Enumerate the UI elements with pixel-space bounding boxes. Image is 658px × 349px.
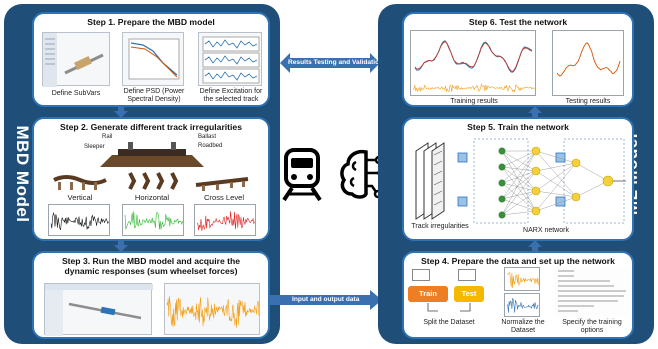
mbd-model-title: MBD Model [13,125,32,223]
training-dataset-doc [412,269,430,281]
step1-box: Step 1. Prepare the MBD model [32,12,270,107]
track-irregularities-caption: Track irregularities [411,223,469,230]
rail-label: Rail [102,134,113,140]
up-arrow-1 [528,240,542,252]
wheelset-force-trace [166,296,260,328]
normalize-trace-2 [506,297,539,313]
horizontal-signal-trace [124,211,183,230]
results-arrow-label: Results Testing and Validation [288,59,384,66]
vertical-signal-trace [50,211,109,231]
vertical-signal-plot [48,204,110,236]
narx-network-graphic [457,138,626,224]
ballast-label: Ballast [198,134,217,140]
split-dataset-caption: Split the Dataset [423,319,475,326]
cross-level-signal-graphic [196,211,255,231]
training-options-code-graphic [554,267,630,317]
horizontal-label: Horizontal [134,193,170,202]
testing-dataset-doc [458,269,476,281]
track-irregularities-stack-graphic [415,142,445,220]
step1-caption-psd: Define PSD (Power Spectral Density) [123,88,185,103]
vertical-irregularity-graphic [53,175,107,190]
normalize-plot-2-graphic [506,297,539,313]
subvars-screenshot [42,32,110,87]
io-data-arrow [270,290,382,310]
train-icon [282,148,322,202]
cross-level-irregularity-graphic [195,177,249,191]
vertical-signal-graphic [50,211,109,231]
normalize-plot-2 [504,293,540,317]
step1-title: Step 1. Prepare the MBD model [87,17,215,27]
subvars-screenshot-graphic [43,33,104,87]
excitation-plot-graphic [202,36,260,84]
step2-title: Step 2. Generate different track irregul… [60,122,242,132]
testing-results-caption: Testing results [565,98,611,105]
excitation-screenshot [198,32,262,86]
step1-caption-excitation: Define Excitation for the selected track [199,88,263,103]
step6-title: Step 6. Test the network [468,17,568,27]
normalize-plot-1 [504,267,540,291]
step3-box: Step 3. Run the MBD model and acquire th… [32,251,270,339]
training-results-caption: Training results [450,98,498,105]
roadbed-label: Roadbed [198,143,223,149]
normalize-plot-1-graphic [506,272,539,288]
horizontal-signal-graphic [124,211,183,230]
testing-results-plot [552,30,624,96]
testing-results-graphic [556,42,621,77]
vertical-label: Vertical [67,193,93,202]
training-error-trace [412,83,535,93]
step4-box: Step 4. Prepare the data and set up the … [402,251,634,339]
step5-title: Step 5. Train the network [467,122,569,132]
wheelset-force-graphic [166,296,260,328]
step5-box: Step 5. Train the network [402,117,634,241]
io-data-arrow-label: Input and output data [292,296,360,303]
step4-title: Step 4. Prepare the data and set up the … [421,256,615,266]
normalize-trace-1 [506,272,539,288]
step3-title-line2: dynamic responses (sum wheelset forces) [64,266,238,276]
step2-box: Step 2. Generate different track irregul… [32,117,270,241]
training-options-caption: Specify the training options [562,319,622,334]
down-arrow-2 [114,240,128,252]
normalize-dataset-caption: Normalize the Dataset [501,319,545,334]
step1-caption-subvars: Define SubVars [51,90,101,97]
cross-level-signal-plot [194,204,256,236]
horizontal-signal-plot [122,204,184,236]
wheelset-force-screenshot [164,283,260,335]
sleeper-label: Sleeper [84,144,105,150]
step3-title-line1: Step 3. Run the MBD model and acquire th… [61,256,241,266]
step6-box: Step 6. Test the network Training result… [402,12,634,107]
train-chip: Train [408,286,448,302]
psd-screenshot [122,32,184,86]
down-arrow-1 [114,106,128,118]
training-results-graphic [412,40,535,93]
mbd-run-screenshot [44,283,153,336]
psd-plot-graphic [128,38,180,80]
split-arrows-graphic [427,303,471,312]
test-chip: Test [454,286,484,302]
track-section-graphic [100,142,204,167]
training-output-trace [414,41,533,73]
training-target-trace [414,40,533,73]
cross-level-label: Cross Level [203,193,245,202]
training-results-plot [410,30,536,96]
horizontal-irregularity-graphic [128,172,179,190]
narx-network-caption: NARX network [523,227,569,234]
up-arrow-2 [528,106,542,118]
cross-level-signal-trace [196,211,255,231]
mbd-run-graphic [45,284,153,336]
results-arrow [280,53,380,73]
testing-output-trace [556,42,621,77]
